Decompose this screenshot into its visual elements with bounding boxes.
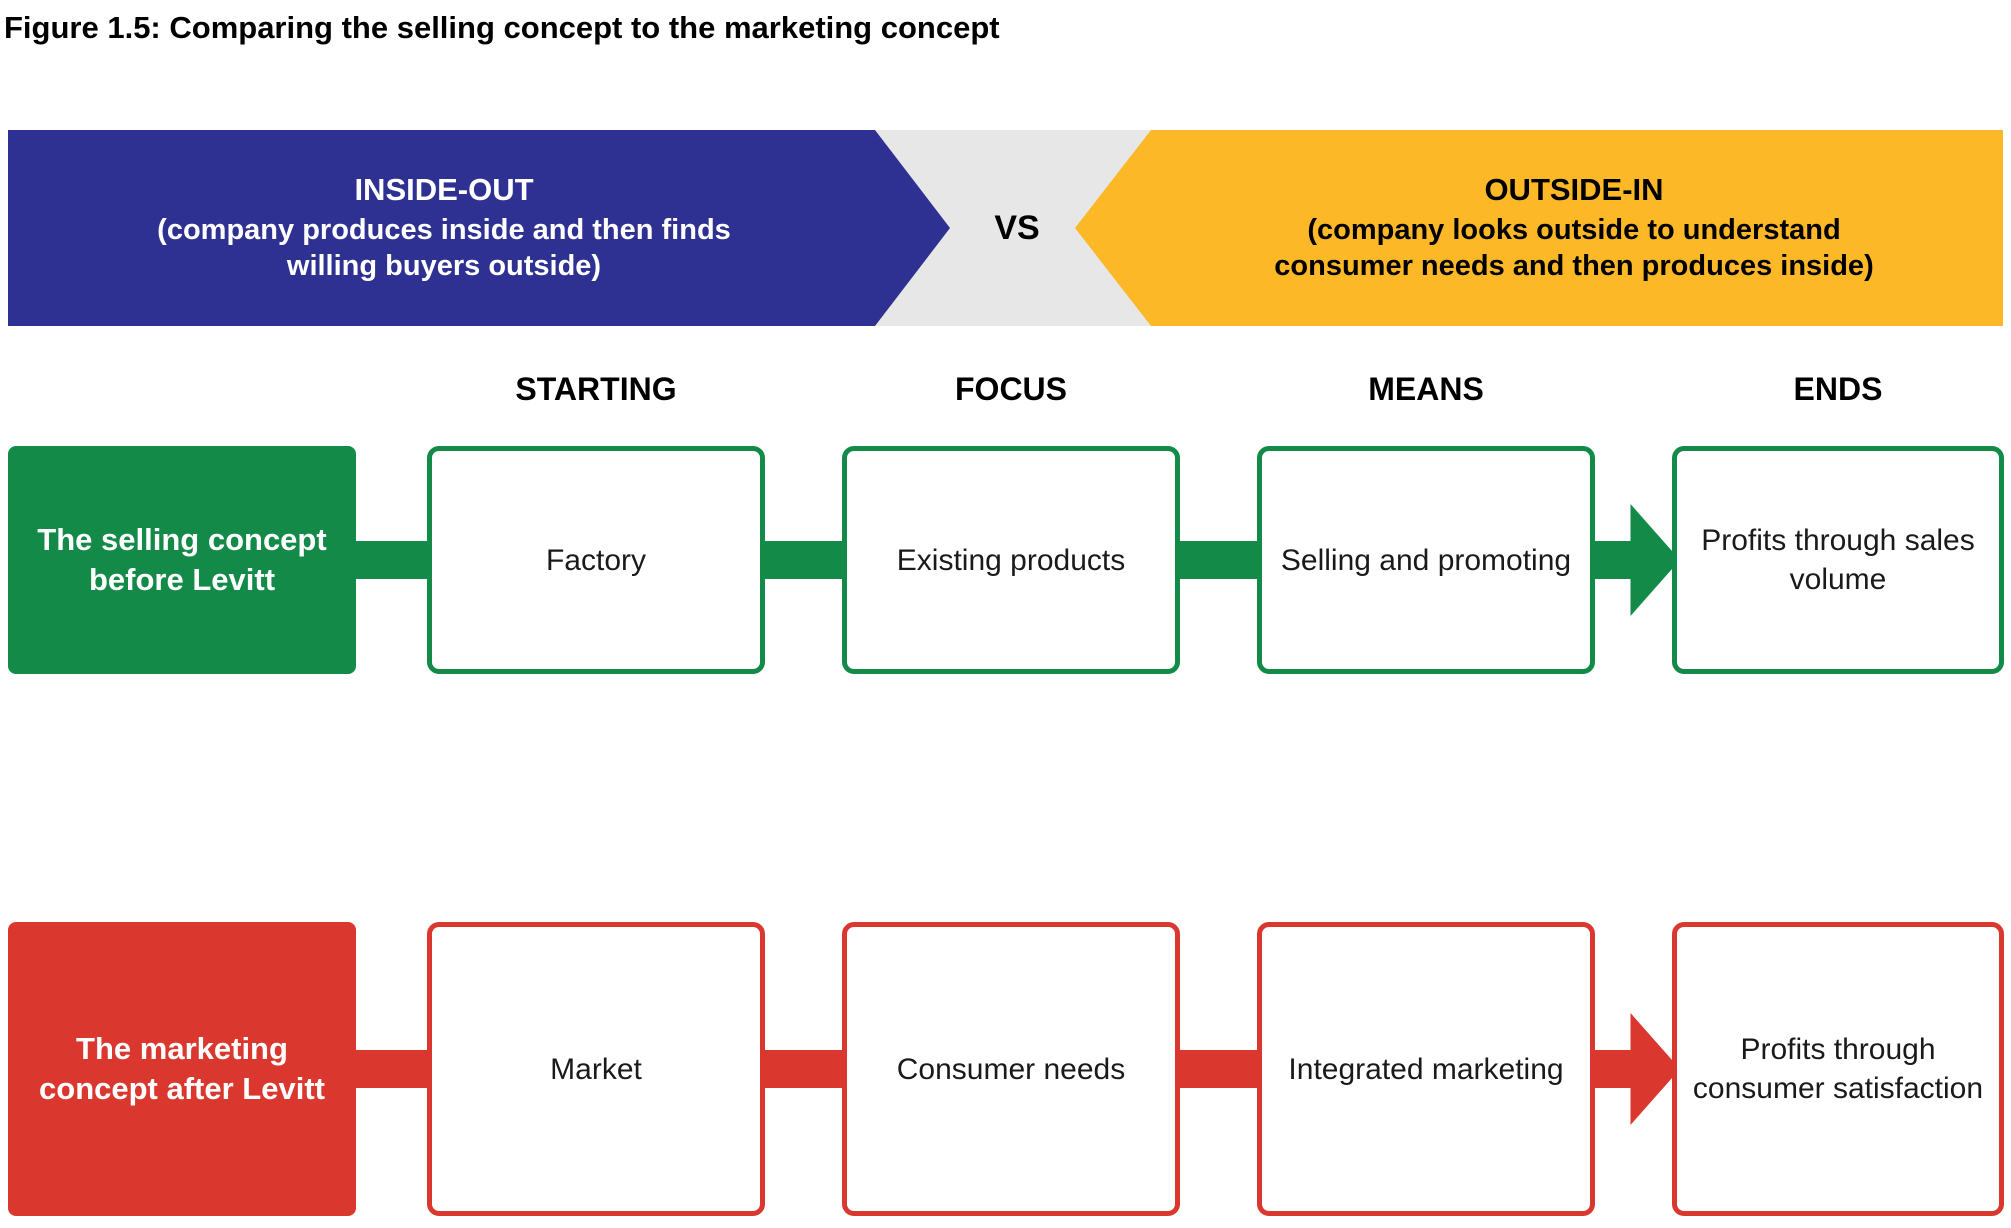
flow-box-factory: Factory [427, 446, 765, 674]
row-label-marketing-concept: The marketing concept after Levitt [8, 922, 356, 1216]
outside-in-arrow: OUTSIDE-IN (company looks outside to und… [1075, 130, 2003, 326]
inside-out-subtitle: (company produces inside and then finds … [157, 213, 731, 282]
row-label-text: The marketing concept after Levitt [39, 1030, 325, 1106]
connector [1175, 1050, 1262, 1088]
flow-box-integrated-marketing: Integrated marketing [1257, 922, 1595, 1216]
inside-out-arrow: INSIDE-OUT (company produces inside and … [8, 130, 950, 326]
flow-box-text: Factory [545, 543, 647, 577]
flow-box-market: Market [427, 922, 765, 1216]
right-arrow-icon [1590, 1013, 1680, 1125]
row-label-text: The selling concept before Levitt [37, 521, 327, 597]
vs-label: VS [994, 208, 1040, 247]
flow-box-text: Selling and promoting [1280, 543, 1572, 577]
flow-box-existing-products: Existing products [842, 446, 1180, 674]
flow-box-text: Profits through consumer satisfaction [1692, 1033, 1984, 1105]
flow-box-profits-sales: Profits through sales volume [1672, 446, 2004, 674]
outside-in-title: OUTSIDE-IN [1484, 171, 1664, 207]
connector [760, 1050, 847, 1088]
inside-out-title: INSIDE-OUT [354, 171, 534, 207]
flow-box-text: Existing products [896, 543, 1126, 577]
connector [760, 541, 847, 579]
banner: INSIDE-OUT (company produces inside and … [8, 130, 2003, 326]
connector [1175, 541, 1262, 579]
row-label-selling-concept: The selling concept before Levitt [8, 446, 356, 674]
column-header-focus: FOCUS [955, 370, 1067, 407]
flow-box-text: Consumer needs [896, 1052, 1126, 1086]
column-header-ends: ENDS [1793, 370, 1883, 407]
connector [350, 541, 432, 579]
connector [350, 1050, 432, 1088]
outside-in-subtitle: (company looks outside to understand con… [1274, 213, 1874, 282]
flow-box-selling-promoting: Selling and promoting [1257, 446, 1595, 674]
flow-box-text: Market [550, 1052, 642, 1086]
figure-title: Figure 1.5: Comparing the selling concep… [4, 10, 1000, 45]
flow-box-text: Profits through sales volume [1701, 524, 1975, 596]
flow-box-consumer-needs: Consumer needs [842, 922, 1180, 1216]
right-arrow-icon [1590, 504, 1680, 616]
flow-box-text: Integrated marketing [1288, 1052, 1564, 1086]
column-header-means: MEANS [1368, 370, 1484, 407]
column-header-starting: STARTING [515, 370, 677, 407]
flow-box-profits-satisfaction: Profits through consumer satisfaction [1672, 922, 2004, 1216]
